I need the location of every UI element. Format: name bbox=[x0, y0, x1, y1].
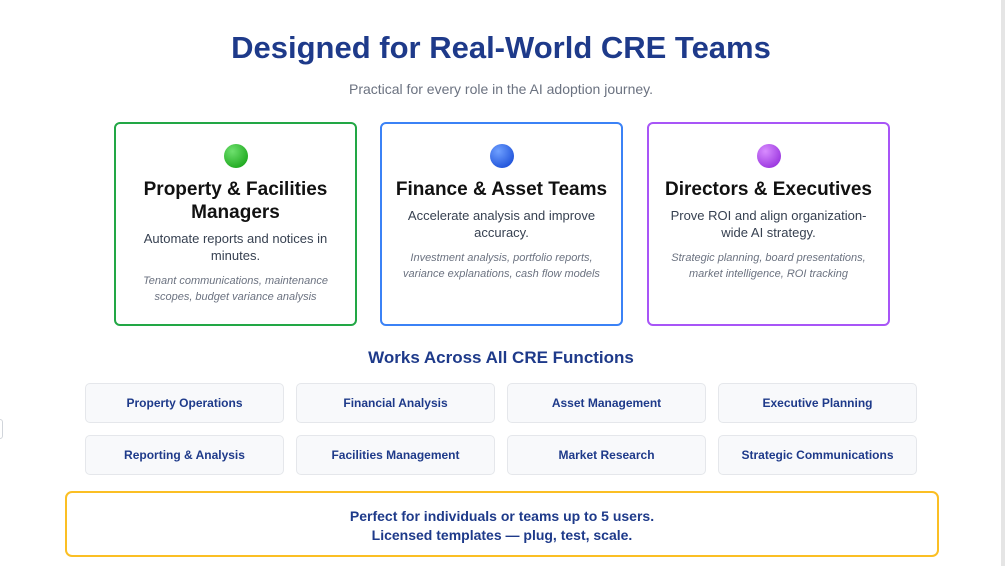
card-description: Automate reports and notices in minutes. bbox=[143, 231, 328, 263]
function-chip: Market Research bbox=[507, 435, 706, 475]
function-chip: Strategic Communications bbox=[718, 435, 917, 475]
role-card-property: Property & Facilities Managers Automate … bbox=[114, 122, 357, 326]
side-tab[interactable] bbox=[0, 419, 3, 439]
card-examples: Investment analysis, portfolio reports, … bbox=[403, 252, 600, 280]
role-card-executives: Directors & Executives Prove ROI and ali… bbox=[647, 122, 890, 326]
card-description: Accelerate analysis and improve accuracy… bbox=[407, 208, 596, 240]
functions-heading: Works Across All CRE Functions bbox=[368, 348, 634, 367]
function-chip: Financial Analysis bbox=[296, 383, 495, 423]
purple-dot-icon bbox=[756, 144, 781, 168]
scrollbar[interactable] bbox=[1001, 0, 1005, 566]
function-chip: Asset Management bbox=[507, 383, 706, 423]
card-title: Directors & Executives bbox=[665, 179, 872, 200]
function-chip: Property Operations bbox=[85, 383, 284, 423]
function-chip: Facilities Management bbox=[296, 435, 495, 475]
banner-line-2: Licensed templates — plug, test, scale. bbox=[371, 527, 633, 543]
role-card-finance: Finance & Asset Teams Accelerate analysi… bbox=[380, 122, 623, 326]
card-examples: Tenant communications, maintenance scope… bbox=[143, 275, 328, 303]
page-title: Designed for Real-World CRE Teams bbox=[231, 30, 771, 65]
green-dot-icon bbox=[223, 144, 248, 168]
card-title: Property & Facilities Managers bbox=[143, 179, 328, 223]
card-title: Finance & Asset Teams bbox=[395, 179, 608, 200]
card-examples: Strategic planning, board presentations,… bbox=[671, 252, 866, 280]
page-subtitle: Practical for every role in the AI adopt… bbox=[348, 81, 653, 97]
function-chip: Reporting & Analysis bbox=[85, 435, 284, 475]
banner-line-1: Perfect for individuals or teams up to 5… bbox=[349, 508, 655, 524]
card-description: Prove ROI and align organization-wide AI… bbox=[670, 208, 867, 240]
function-chip: Executive Planning bbox=[718, 383, 917, 423]
license-banner: Perfect for individuals or teams up to 5… bbox=[65, 491, 939, 557]
blue-dot-icon bbox=[489, 144, 514, 168]
